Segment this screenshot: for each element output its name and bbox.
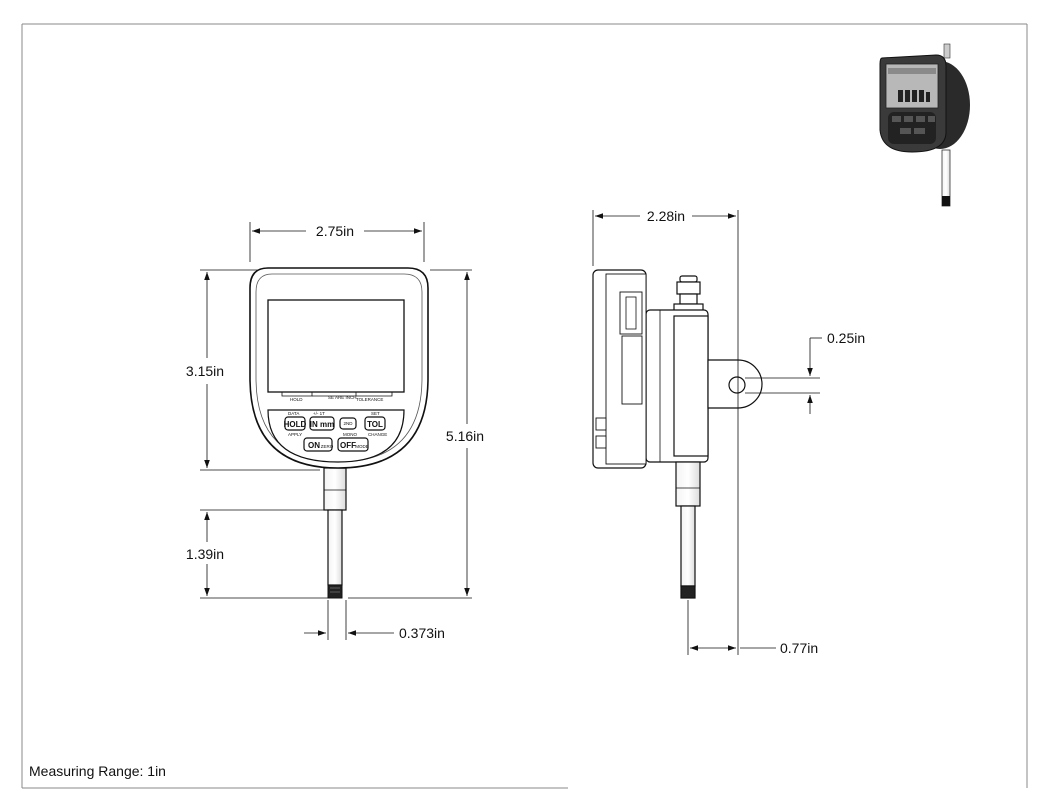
- tol-button-label: TOL: [367, 420, 383, 429]
- second-button[interactable]: 2ND: [339, 417, 357, 430]
- screen-label-tolerance: TOLERANCE: [356, 397, 383, 402]
- off-button-label: OFF: [340, 441, 356, 450]
- mode-button-label: MODE: [355, 444, 369, 449]
- drawing-frame: [21, 23, 1028, 789]
- screen-label-inch: SE ARE INCH: [328, 395, 357, 400]
- width-label: 2.75in: [316, 223, 354, 239]
- second-button-label: 2ND: [343, 421, 353, 426]
- side-dimensions: [592, 210, 822, 655]
- mode-top-label: MONO: [343, 432, 357, 437]
- screen-brackets: [281, 392, 393, 397]
- isometric-preview: [879, 43, 970, 207]
- total-height-label: 5.16in: [446, 428, 484, 444]
- hold-button[interactable]: HOLD: [284, 416, 307, 431]
- screen-label-hold: HOLD: [290, 397, 303, 402]
- change-label: CHANGE: [368, 432, 387, 437]
- tol-button[interactable]: TOL: [364, 416, 386, 431]
- front-dimension-labels: 2.75in 3.15in 5.16in 1.39in 0.373in: [186, 223, 484, 641]
- in-mm-button-label: IN mm: [310, 420, 334, 429]
- stem-length-label: 1.39in: [186, 546, 224, 562]
- depth-label: 2.28in: [647, 208, 685, 224]
- hold-bottom-label: APPLY: [288, 432, 302, 437]
- stem-diameter-label: 0.373in: [399, 625, 445, 641]
- zero-button-label: ZERO: [321, 444, 334, 449]
- on-zero-button[interactable]: ON ZERO: [303, 437, 334, 452]
- hold-top-label: DATA: [288, 411, 299, 416]
- lcd-screen: [267, 299, 405, 393]
- hold-button-label: HOLD: [284, 420, 307, 429]
- front-view: HOLD SE ARE INCH TOLERANCE DATA HOLD APP…: [249, 267, 429, 599]
- lug-hole-label: 0.25in: [827, 330, 865, 346]
- in-mm-button[interactable]: IN mm: [309, 416, 335, 431]
- in-mm-top-label: +/- 1T: [313, 411, 325, 416]
- measuring-range-label: Measuring Range: 1in: [29, 763, 166, 779]
- side-view: [592, 269, 763, 599]
- offset-label: 0.77in: [780, 640, 818, 656]
- front-dimensions: [200, 222, 472, 640]
- front-stem: [323, 467, 347, 599]
- head-height-label: 3.15in: [186, 363, 224, 379]
- on-button-label: ON: [308, 441, 320, 450]
- side-dimension-labels: 2.28in 0.25in 0.77in: [647, 208, 865, 656]
- off-mode-button[interactable]: OFF MODE: [337, 437, 369, 452]
- tol-top-label: SET: [371, 411, 380, 416]
